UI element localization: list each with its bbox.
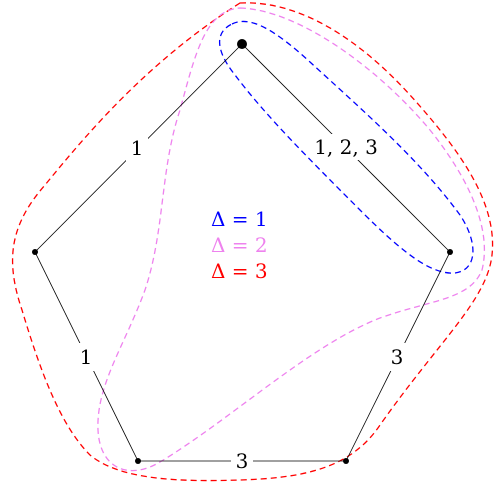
legend-delta-1: Δ = 1 xyxy=(211,207,268,231)
region-delta-3 xyxy=(11,2,494,482)
edge-label-right-bottom: 3 xyxy=(391,345,404,369)
legend-delta-2: Δ = 2 xyxy=(211,233,268,257)
legend-delta-3: Δ = 3 xyxy=(211,259,268,283)
vertex-top xyxy=(237,39,247,49)
edge-label-top-right: 1, 2, 3 xyxy=(314,135,378,159)
edge-label-left-bottom: 1 xyxy=(80,345,93,369)
edge-label-bottom: 3 xyxy=(236,449,249,473)
vertex-bottom-right xyxy=(343,458,349,464)
region-delta-2 xyxy=(97,7,486,472)
vertex-right xyxy=(447,249,453,255)
edge-label-top-left: 1 xyxy=(131,136,144,160)
vertex-left xyxy=(32,249,38,255)
vertex-bottom-left xyxy=(135,458,141,464)
region-delta-1 xyxy=(219,20,474,274)
